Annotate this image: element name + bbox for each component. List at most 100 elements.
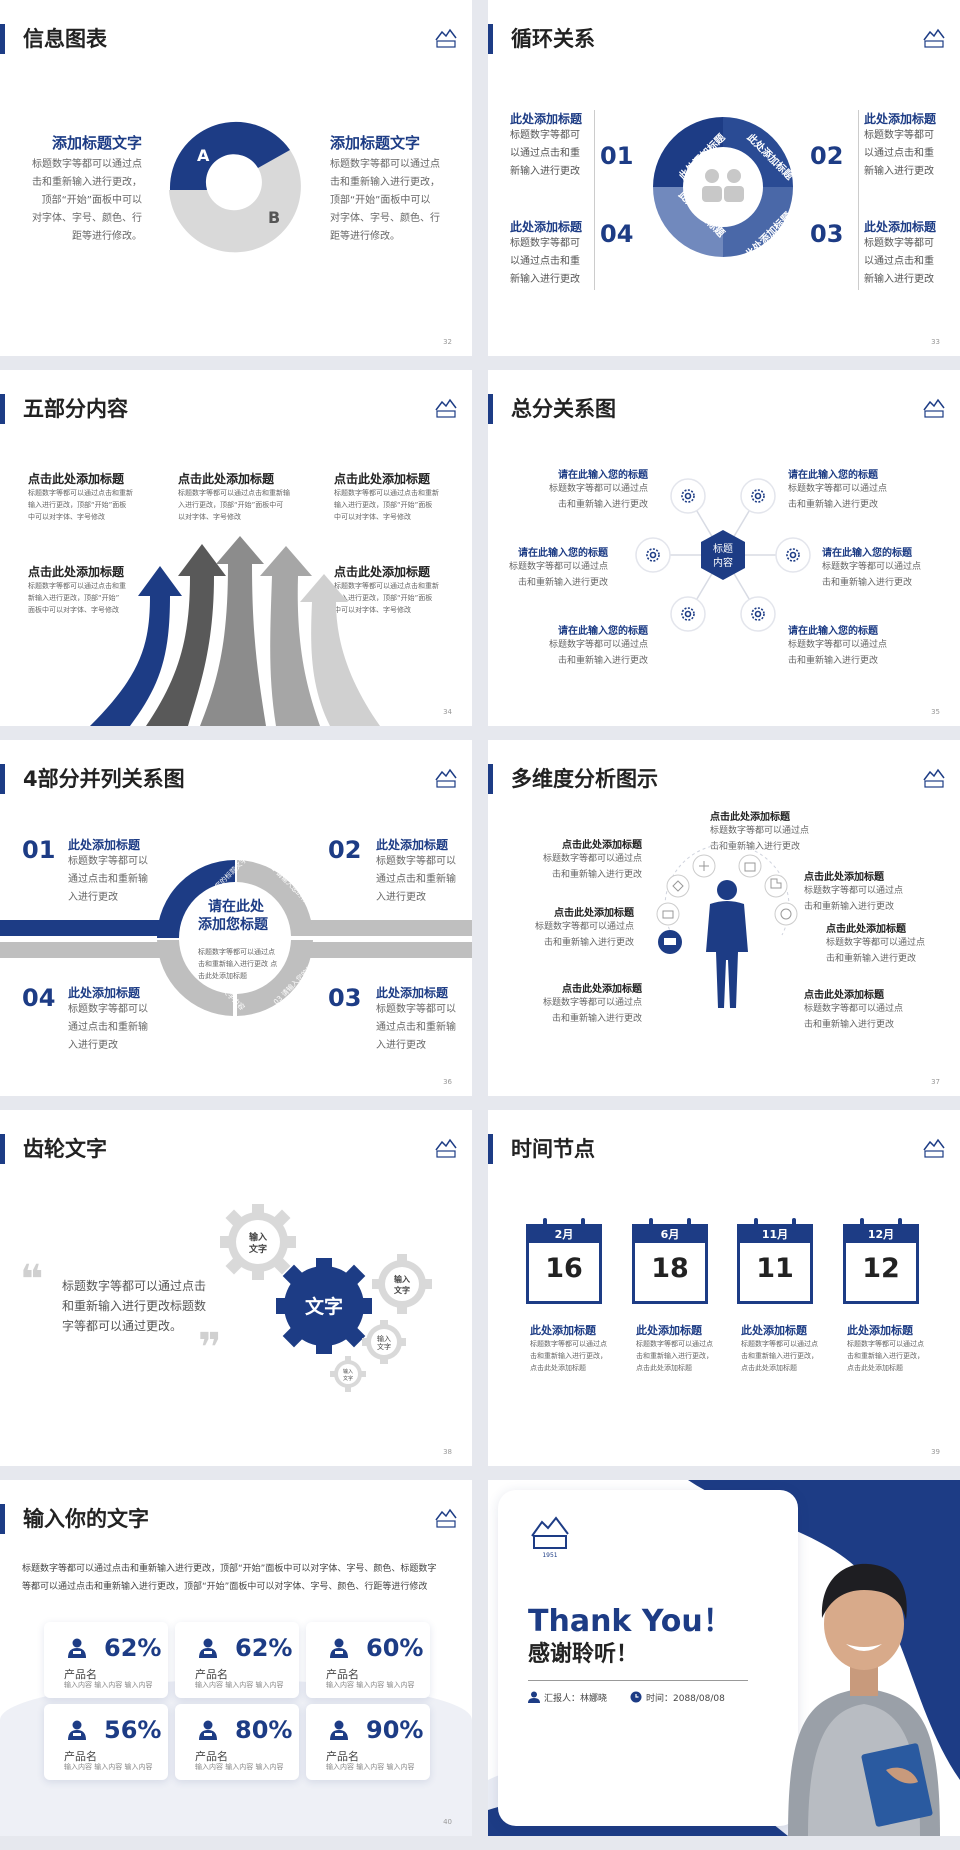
slide-33: 循环关系 此处添加标题 标题数字等都可以通过点击和重新输入进行更改 01 此处添… bbox=[488, 0, 960, 356]
thank-you-subtitle: 感谢聆听！ bbox=[528, 1642, 639, 1667]
svg-text:文字: 文字 bbox=[305, 1295, 343, 1318]
reporter: 汇报人：林娜晓 bbox=[544, 1694, 608, 1704]
page-number: 38 bbox=[443, 1448, 452, 1456]
logo-icon bbox=[435, 28, 457, 48]
logo-icon bbox=[435, 398, 457, 418]
hub-item-1: 请在此输入您的标题 标题数字等都可以通过点击和重新输入进行更改 bbox=[548, 470, 648, 510]
slide-38: 齿轮文字 ❝ 标题数字等都可以通过点击和重新输入进行更改标题数字等都可以通过更改… bbox=[0, 1110, 472, 1466]
slide-35: 总分关系图 标题 内容 请在此输入您的标题 标题数字等都可以通过点击和重新输入进… bbox=[488, 370, 960, 726]
slide-39: 时间节点 2月 16 6月 18 11月 11 12月 12 此处添加标题 标题… bbox=[488, 1110, 960, 1466]
slide-title: 多维度分析图示 bbox=[488, 764, 658, 794]
svg-text:内容: 内容 bbox=[713, 556, 733, 569]
gear-icon bbox=[362, 1320, 406, 1364]
team-icon bbox=[702, 169, 744, 202]
part-5: 点击此处添加标题 标题数字等都可以通过点击和重新输入进行更改，顶部“开始”面板中… bbox=[334, 565, 439, 614]
part-1: 点击此处添加标题 标题数字等都可以通过点击和重新输入进行更改，顶部“开始”面板中… bbox=[28, 472, 133, 521]
gear-icon bbox=[372, 1254, 432, 1314]
slide-title: 时间节点 bbox=[488, 1134, 595, 1164]
stat-card: 62%产品名输入内容 输入内容 输入内容 bbox=[175, 1622, 299, 1698]
cycle-no-04: 04 bbox=[600, 220, 634, 248]
slide-title: 信息图表 bbox=[0, 24, 107, 54]
svg-text:输入: 输入 bbox=[394, 1274, 410, 1284]
part-no-01: 01 bbox=[22, 836, 56, 864]
segment-b-label: B bbox=[268, 208, 280, 227]
person-orbit bbox=[656, 843, 798, 1008]
page-number: 32 bbox=[443, 338, 452, 346]
calendar-3: 11月 11 bbox=[737, 1218, 813, 1304]
quote-icon: ❞ bbox=[198, 1325, 222, 1371]
slide-title: 齿轮文字 bbox=[0, 1134, 107, 1164]
page-number: 40 bbox=[443, 1818, 452, 1826]
slide-37: 多维度分析图示 点击此处添加标题 标题数字等都可以通过点击和重新输入进行更改 点… bbox=[488, 740, 960, 1096]
page-number: 33 bbox=[931, 338, 940, 346]
user-icon bbox=[330, 1638, 348, 1658]
person-icon bbox=[528, 1691, 540, 1703]
user-icon bbox=[330, 1720, 348, 1740]
stat-card: 90%产品名输入内容 输入内容 输入内容 bbox=[306, 1704, 430, 1780]
part-03: 此处添加标题 标题数字等都可以通过点击和重新输入进行更改 bbox=[376, 986, 456, 1051]
dim-item-3: 点击此处添加标题 标题数字等都可以通过点击和重新输入进行更改 bbox=[534, 908, 634, 948]
left-heading: 添加标题文字 bbox=[51, 134, 142, 152]
part-2: 点击此处添加标题 标题数字等都可以通过点击和重新输入进行更改，顶部“开始”面板中… bbox=[178, 472, 290, 521]
part-no-03: 03 bbox=[328, 984, 362, 1012]
gear-icon bbox=[646, 489, 800, 621]
logo-icon bbox=[923, 1138, 945, 1158]
logo-icon bbox=[435, 768, 457, 788]
timeline-item-3: 此处添加标题 标题数字等都可以通过点击和重新输入进行更改，点击此处添加标题 bbox=[741, 1324, 818, 1372]
person-icon bbox=[706, 880, 748, 1008]
left-body: 标题数字等都可以通过点击和重新输入进行更改，顶部“开始”面板中可以对字体、字号、… bbox=[32, 159, 142, 242]
slide-34: 五部分内容 点击此处添加标题 标题数字等都可以通过点击和重新输入进行更改，顶部“… bbox=[0, 370, 472, 726]
orbit-icons bbox=[656, 854, 798, 954]
slide-title: 循环关系 bbox=[488, 24, 595, 54]
svg-text:文字: 文字 bbox=[394, 1285, 410, 1295]
segment-a bbox=[169, 121, 290, 190]
user-icon bbox=[199, 1720, 217, 1740]
timeline-item-1: 此处添加标题 标题数字等都可以通过点击和重新输入进行更改，点击此处添加标题 bbox=[530, 1324, 607, 1372]
logo-icon bbox=[923, 398, 945, 418]
logo-icon bbox=[923, 768, 945, 788]
arrows-graphic bbox=[90, 536, 380, 726]
segment-a-label: A bbox=[197, 146, 210, 165]
part-no-04: 04 bbox=[22, 984, 56, 1012]
divider bbox=[594, 110, 595, 290]
slide-title: 总分关系图 bbox=[488, 394, 616, 424]
hub-item-4: 请在此输入您的标题 标题数字等都可以通过点击和重新输入进行更改 bbox=[822, 548, 922, 588]
slide-title: 输入你的文字 bbox=[0, 1504, 149, 1534]
part-3: 点击此处添加标题 标题数字等都可以通过点击和重新输入进行更改，顶部“开始”面板中… bbox=[334, 472, 439, 521]
dim-item-2: 点击此处添加标题 标题数字等都可以通过点击和重新输入进行更改 bbox=[542, 840, 642, 880]
page-number: 34 bbox=[443, 708, 452, 716]
svg-text:输入: 输入 bbox=[377, 1334, 391, 1343]
stat-card: 60%产品名输入内容 输入内容 输入内容 bbox=[306, 1622, 430, 1698]
svg-text:文字: 文字 bbox=[377, 1342, 391, 1351]
hub-item-6: 请在此输入您的标题 标题数字等都可以通过点击和重新输入进行更改 bbox=[788, 626, 888, 666]
calendar-2: 6月 18 bbox=[632, 1218, 708, 1304]
band-right-bottom bbox=[310, 942, 472, 958]
intro-text: 标题数字等都可以通过点击和重新输入进行更改，顶部“开始”面板中可以对字体、字号、… bbox=[22, 1564, 437, 1592]
gears-graphic: 输入 文字 文字 输入 文字 输入 文字 输入 文字 bbox=[220, 1204, 432, 1392]
logo-icon bbox=[435, 1508, 457, 1528]
page-number: 36 bbox=[443, 1078, 452, 1086]
slide-32: 信息图表 添加标题文字 标题数字等都可以通过点击和重新输入进行更改，顶部“开始”… bbox=[0, 0, 472, 356]
page-number: 37 bbox=[931, 1078, 940, 1086]
part-01: 此处添加标题 标题数字等都可以通过点击和重新输入进行更改 bbox=[68, 838, 148, 903]
svg-text:1951: 1951 bbox=[542, 1552, 557, 1558]
hub-item-2: 请在此输入您的标题 标题数字等都可以通过点击和重新输入进行更改 bbox=[788, 470, 888, 510]
calendar-1: 2月 16 bbox=[526, 1218, 602, 1304]
part-4: 点击此处添加标题 标题数字等都可以通过点击和重新输入进行更改，顶部“开始”面板中… bbox=[28, 565, 126, 614]
cycle-no-02: 02 bbox=[810, 142, 844, 170]
svg-text:文字: 文字 bbox=[248, 1243, 267, 1255]
cycle-item-02: 此处添加标题 标题数字等都可以通过点击和重新输入进行更改 bbox=[864, 112, 937, 177]
page-number: 39 bbox=[931, 1448, 940, 1456]
logo-icon bbox=[923, 28, 945, 48]
band-left-top bbox=[0, 920, 160, 936]
cycle-item-04: 此处添加标题 标题数字等都可以通过点击和重新输入进行更改 bbox=[510, 220, 583, 285]
quote-text: 标题数字等都可以通过点击和重新输入进行更改标题数字等都可以通过更改。 bbox=[62, 1279, 207, 1333]
svg-text:输入: 输入 bbox=[249, 1231, 267, 1243]
stat-card: 62%产品名输入内容 输入内容 输入内容 bbox=[44, 1622, 168, 1698]
dim-item-4: 点击此处添加标题 标题数字等都可以通过点击和重新输入进行更改 bbox=[542, 984, 642, 1024]
hub-item-3: 请在此输入您的标题 标题数字等都可以通过点击和重新输入进行更改 bbox=[508, 548, 608, 588]
slide-36: 4部分并列关系图 01 请输入您的标题文字内容 02 请输入您的标题文字内容 0… bbox=[0, 740, 472, 1096]
logo-icon: 1951 bbox=[531, 1516, 569, 1558]
calendar-4: 12月 12 bbox=[843, 1218, 919, 1304]
stat-card: 80%产品名输入内容 输入内容 输入内容 bbox=[175, 1704, 299, 1780]
